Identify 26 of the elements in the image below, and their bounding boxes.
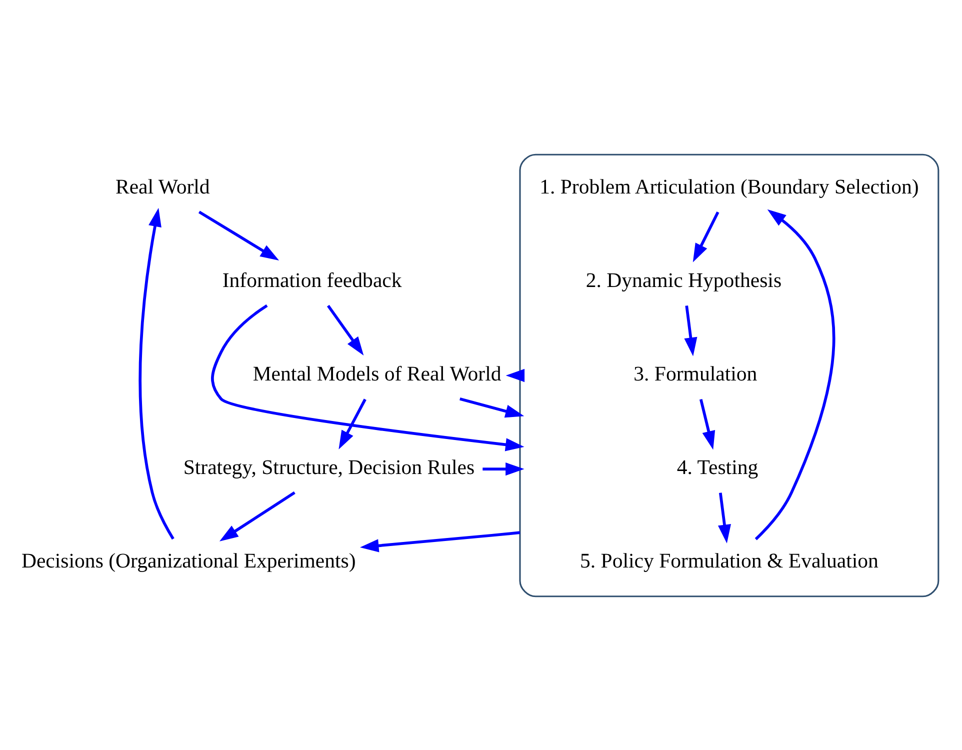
cluster (519, 153, 940, 597)
arrow (692, 211, 720, 262)
arrow (699, 398, 716, 450)
node-text: 1. Problem Articulation (Boundary Selection) (540, 174, 919, 198)
arrow (138, 207, 174, 540)
node-text: 2. Dynamic Hypothesis (586, 268, 782, 292)
node-text: Strategy, Structure, Decision Rules (183, 456, 475, 478)
node-text: Mental Models of Real World (252, 362, 502, 385)
node-text: Information feedback (222, 268, 402, 292)
arrow (506, 368, 525, 382)
node-text: 5. Policy Formulation & Evaluation (580, 549, 878, 572)
arrow (482, 462, 524, 476)
arrow (684, 305, 698, 356)
node-text: 3. Formulation (634, 362, 758, 385)
node-text: Decisions (Organizational Experiments) (21, 549, 356, 572)
arrow (460, 397, 524, 418)
arrow (219, 490, 296, 541)
arrow (338, 398, 366, 449)
arrow (360, 530, 520, 552)
node-text: Real World (115, 174, 210, 198)
arrow (198, 210, 280, 260)
arrow (754, 208, 836, 540)
arrow (718, 492, 732, 543)
arrow (326, 304, 364, 355)
node-text: 4. Testing (676, 456, 758, 478)
arrow (211, 304, 524, 451)
